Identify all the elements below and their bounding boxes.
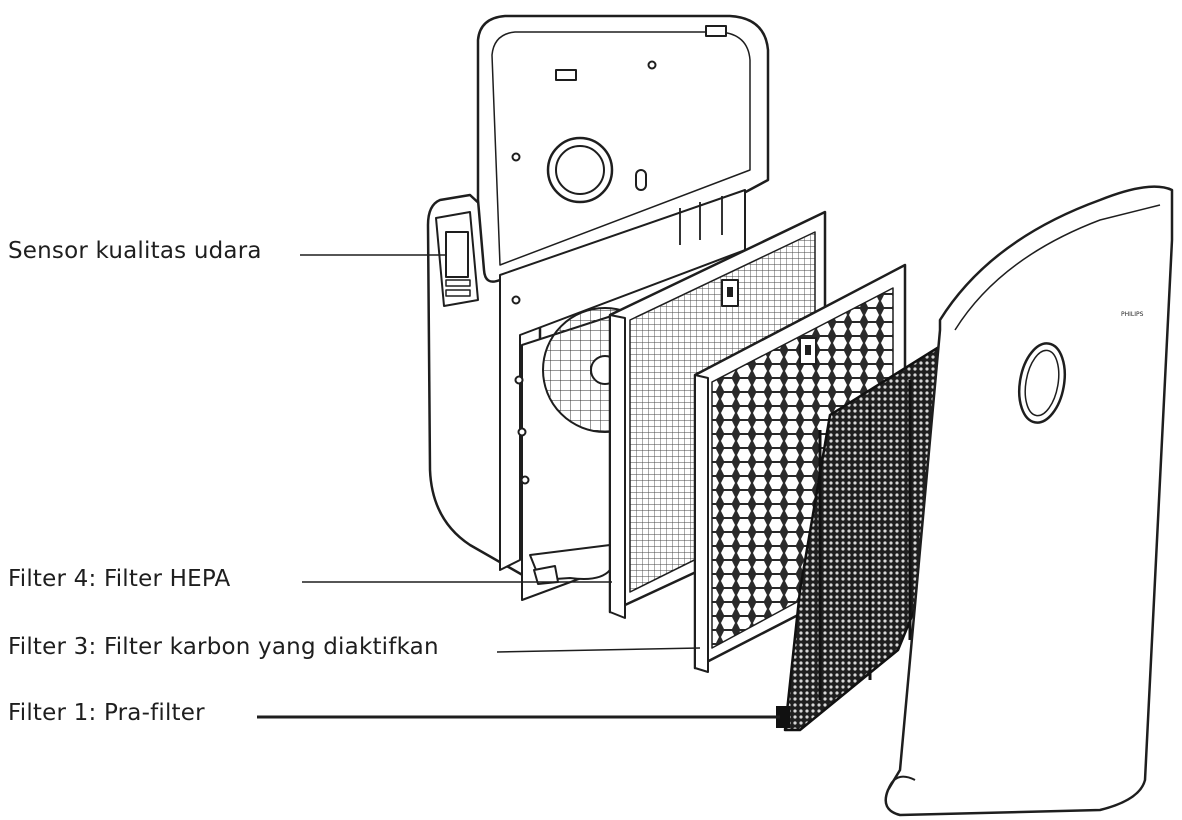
label-filter-carbon: Filter 3: Filter karbon yang diaktifkan xyxy=(8,634,439,660)
front-cover: PHILIPS xyxy=(884,185,1174,817)
label-filter-hepa: Filter 4: Filter HEPA xyxy=(8,566,231,592)
leader-lines xyxy=(257,254,780,719)
label-air-quality-sensor: Sensor kualitas udara xyxy=(8,238,262,264)
cover-port xyxy=(1017,342,1067,424)
purifier-body xyxy=(426,14,770,601)
cover-logo: PHILIPS xyxy=(1121,311,1144,318)
leader-line-carbon xyxy=(496,647,701,653)
label-pre-filter: Filter 1: Pra-filter xyxy=(8,700,205,726)
